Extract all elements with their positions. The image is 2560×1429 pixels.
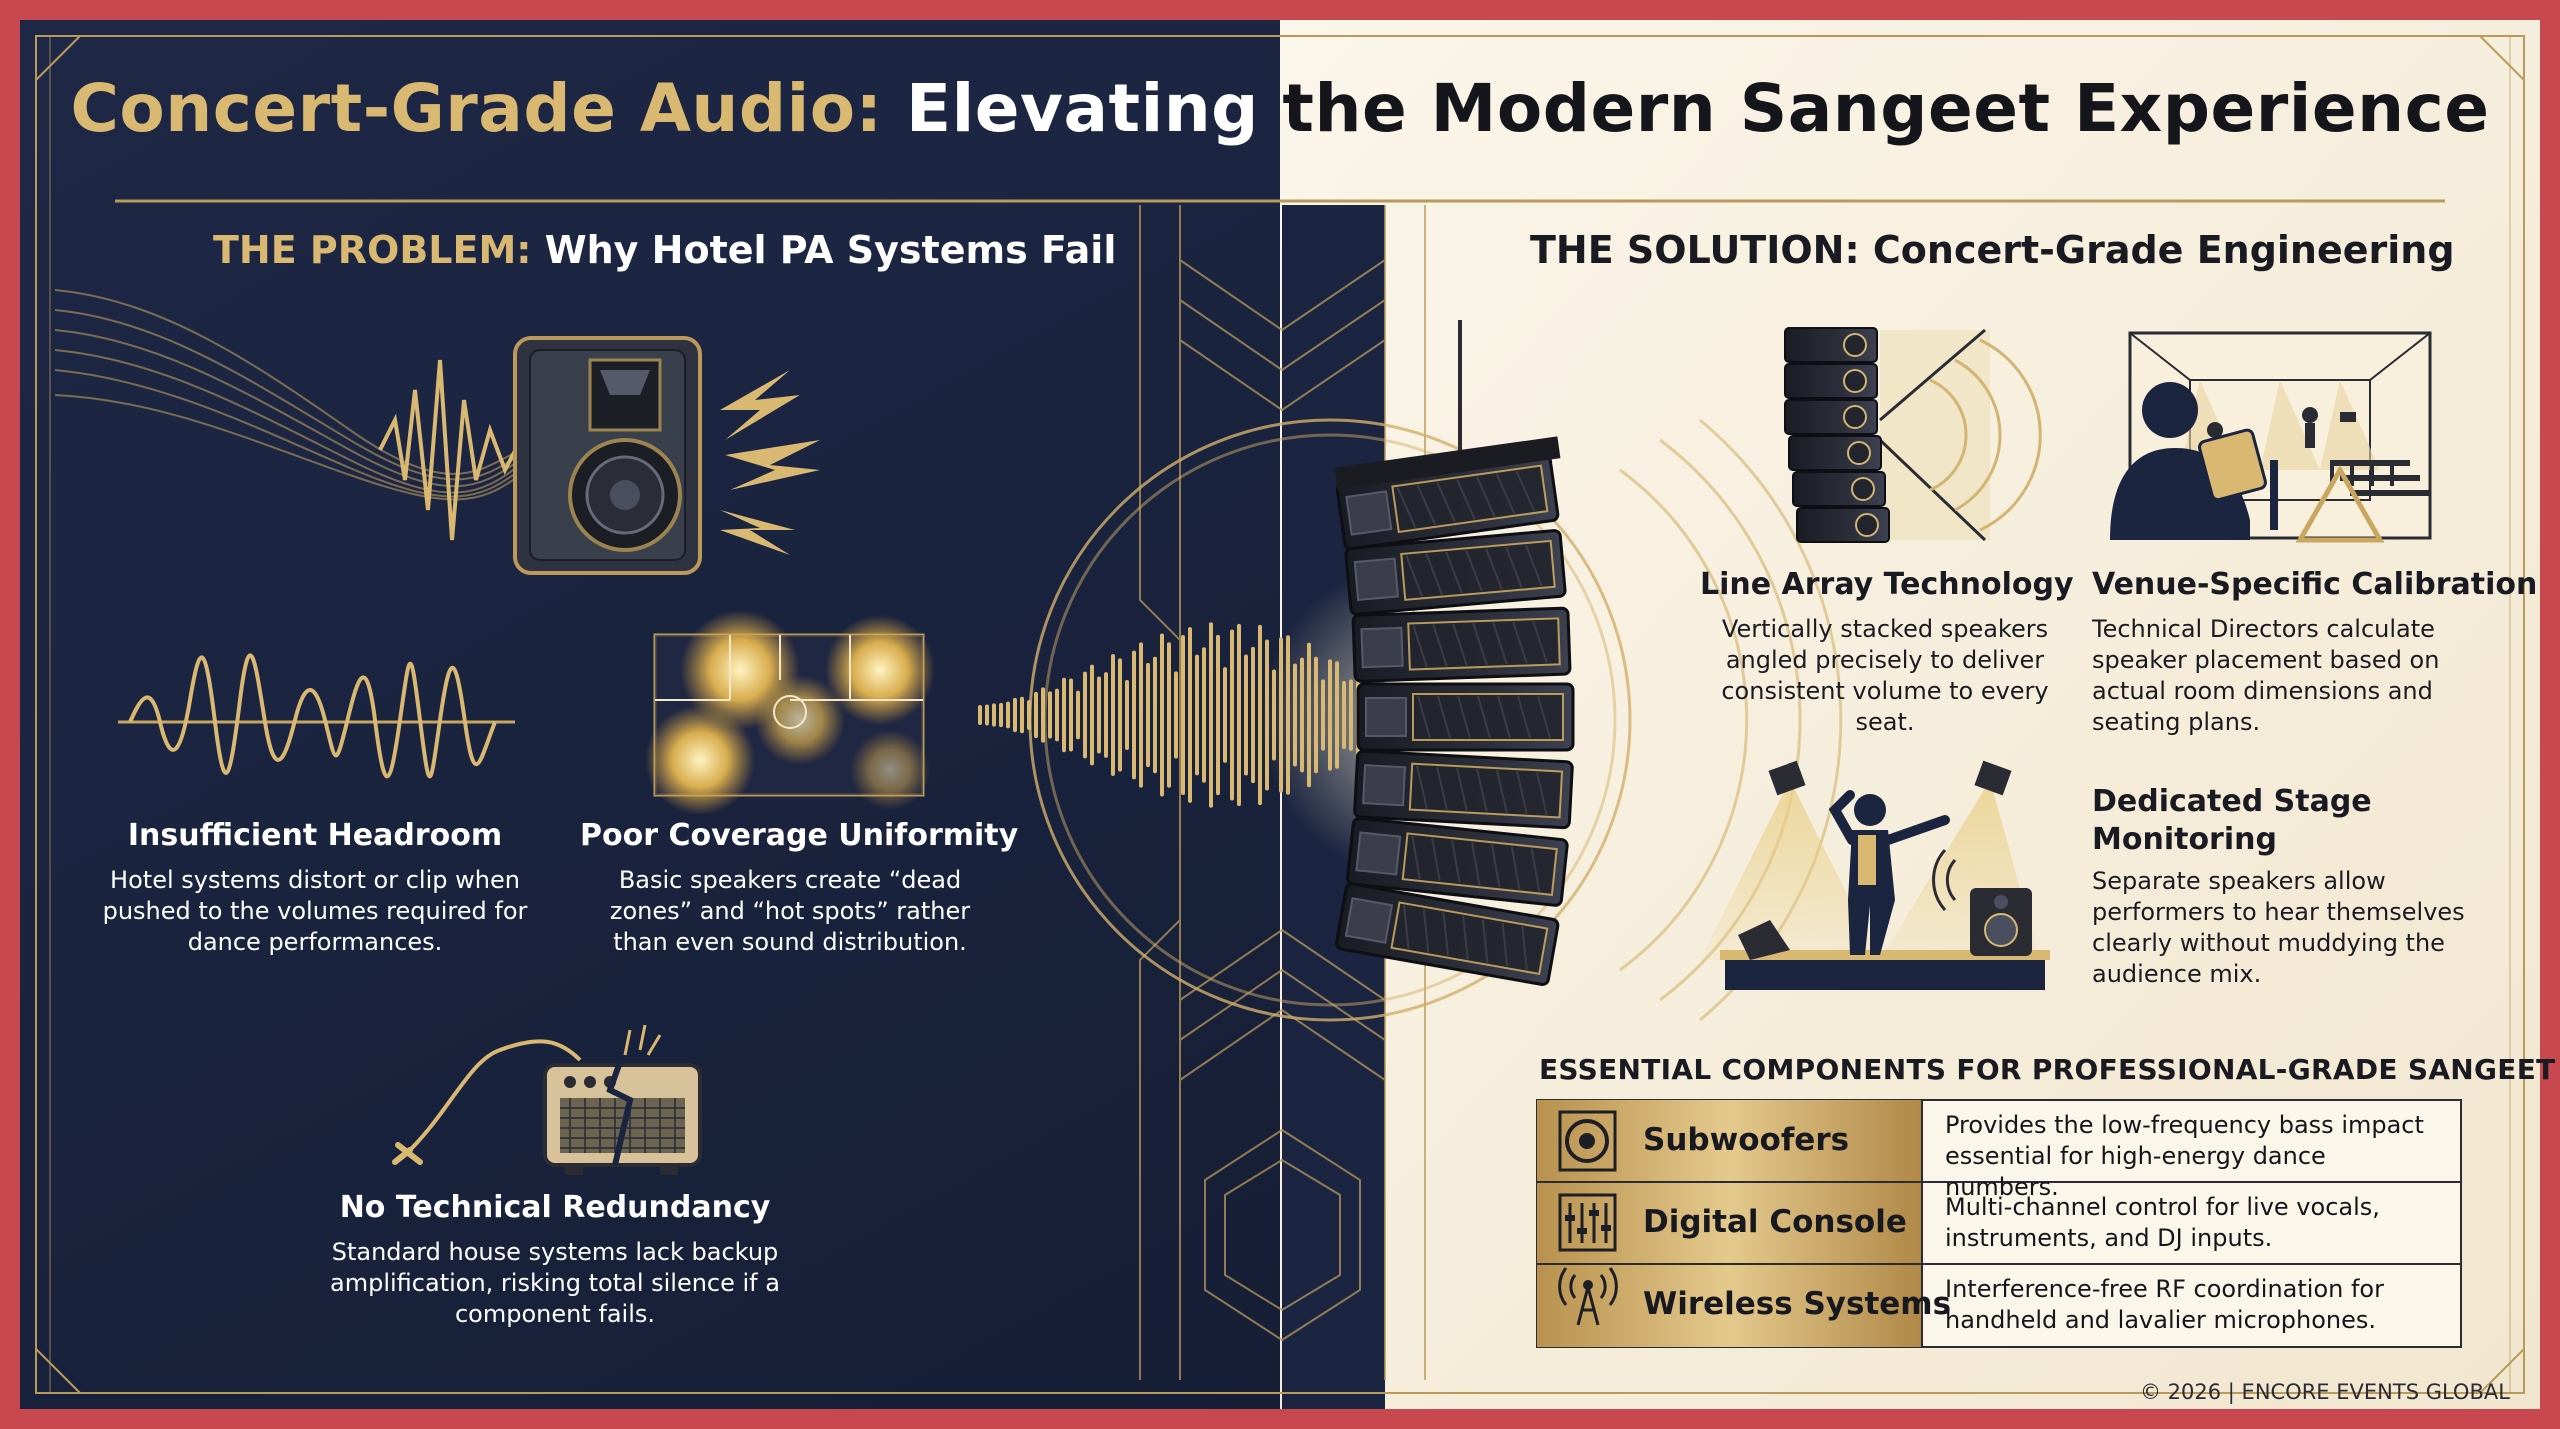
no-redundancy-title: No Technical Redundancy [339, 1190, 771, 1225]
page-title: Concert-Grade Audio: Elevating the Moder… [70, 70, 2490, 147]
line-array-desc: Vertically stacked speakers angled preci… [1721, 615, 2049, 736]
component-digital-console-desc: Multi-channel control for live vocals, i… [1945, 1193, 2380, 1252]
stage-monitoring-icon [1700, 760, 2050, 990]
component-subwoofers: Subwoofers [1643, 1122, 1850, 1158]
line-array-cone-icon [1784, 327, 2042, 543]
component-wireless-systems: Wireless Systems [1643, 1286, 1952, 1322]
venue-calibration-title: Venue-Specific Calibration [2092, 567, 2538, 602]
component-wireless-systems-desc: Interference-free RF coordination for ha… [1945, 1275, 2384, 1334]
component-digital-console: Digital Console [1643, 1204, 1907, 1240]
stage-monitoring-desc: Separate speakers allow performers to he… [2092, 867, 2465, 988]
problem-heading: THE PROBLEM: Why Hotel PA Systems Fail [213, 228, 1117, 272]
venue-calibration-icon [2110, 331, 2432, 543]
solution-heading: THE SOLUTION: Concert-Grade Engineering [1530, 228, 2455, 272]
components-table [1536, 1099, 2462, 1348]
no-redundancy-desc: Standard house systems lack backup ampli… [330, 1238, 780, 1328]
line-array-title: Line Array Technology [1700, 567, 2074, 602]
stage-monitoring-title: Dedicated Stage Monitoring [2092, 784, 2372, 857]
coverage-heatmap-icon [645, 610, 935, 815]
broken-amplifier-icon [392, 1024, 702, 1175]
insufficient-headroom-desc: Hotel systems distort or clip when pushe… [102, 866, 528, 956]
component-subwoofers-desc: Provides the low-frequency bass impact e… [1945, 1111, 2424, 1201]
insufficient-headroom-title: Insufficient Headroom [127, 818, 503, 853]
venue-calibration-desc: Technical Directors calculate speaker pl… [2092, 615, 2440, 736]
poor-coverage-desc: Basic speakers create “dead zones” and “… [609, 866, 971, 956]
poor-coverage-title: Poor Coverage Uniformity [580, 818, 1019, 853]
components-heading: ESSENTIAL COMPONENTS FOR PROFESSIONAL-GR… [1539, 1053, 2560, 1086]
distorted-speaker-icon [513, 336, 702, 575]
footer-copyright: © 2026 | ENCORE EVENTS GLOBAL [2140, 1380, 2510, 1404]
